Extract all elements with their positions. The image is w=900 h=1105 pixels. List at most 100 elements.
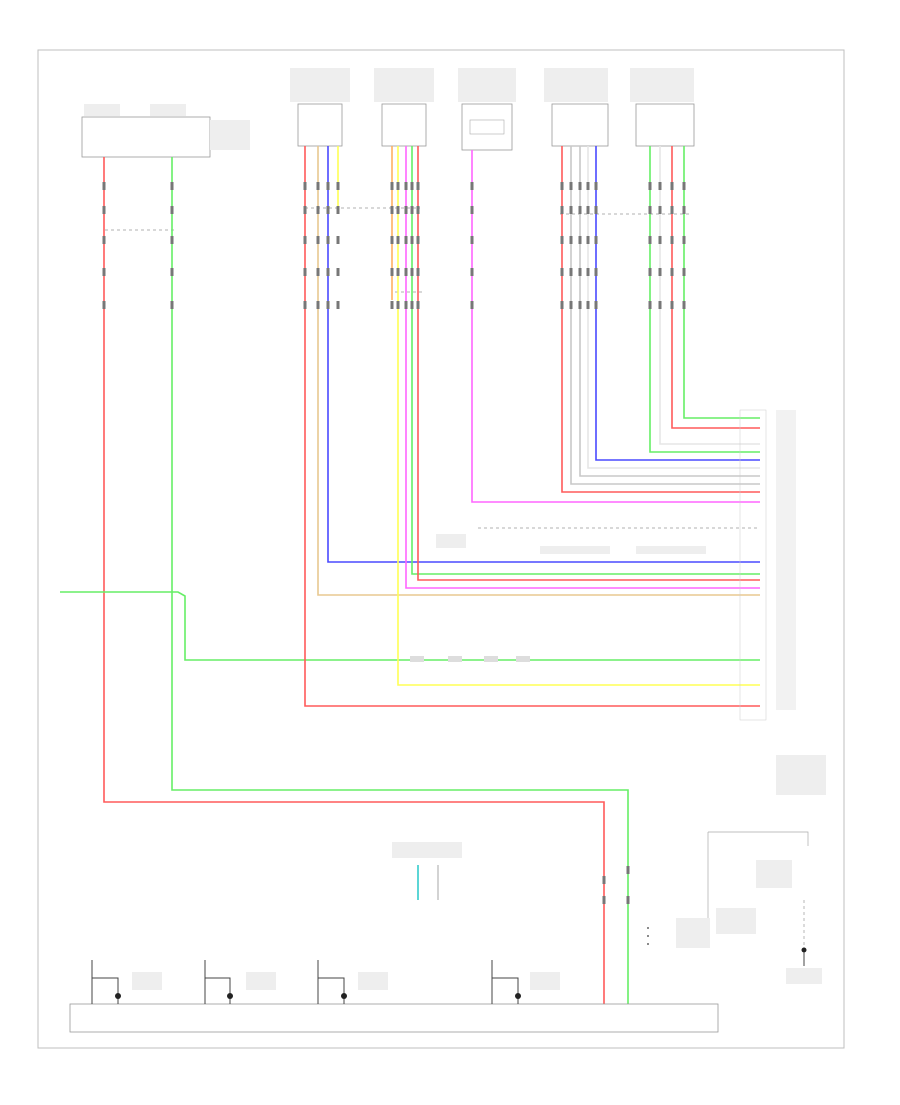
switch-3 xyxy=(317,960,388,1004)
connector-marker xyxy=(326,182,330,190)
connector-marker xyxy=(396,182,400,190)
connector-marker xyxy=(416,182,420,190)
connector-marker xyxy=(658,236,662,244)
bottom-unit xyxy=(69,842,719,1033)
wire-green-branch xyxy=(60,591,760,661)
connector-marker xyxy=(670,236,674,244)
connector-marker xyxy=(326,206,330,214)
connector-marker xyxy=(326,236,330,244)
connector-marker xyxy=(648,301,652,309)
connector-marker xyxy=(578,206,582,214)
wire-c4-graywhite xyxy=(587,146,760,469)
connector-marker xyxy=(682,268,686,276)
connector-marker xyxy=(336,268,340,276)
wire-c1-blue xyxy=(327,146,760,563)
connector-marker xyxy=(303,301,307,309)
connector-marker xyxy=(102,268,106,276)
connector-marker xyxy=(170,301,174,309)
connector-marker xyxy=(410,182,414,190)
connector-marker xyxy=(586,301,590,309)
fuse-label-a xyxy=(84,104,120,116)
connector-marker xyxy=(670,301,674,309)
connector-marker xyxy=(390,182,394,190)
connector-marker xyxy=(170,182,174,190)
wire-red-long xyxy=(103,157,605,1012)
wire-c4-gray2 xyxy=(579,146,760,477)
connector-marker xyxy=(560,206,564,214)
connector-marker xyxy=(404,206,408,214)
connector-marker xyxy=(586,182,590,190)
connector-marker xyxy=(336,301,340,309)
connector-marker xyxy=(578,182,582,190)
wire-green-long xyxy=(171,157,629,1012)
connector-marker xyxy=(586,236,590,244)
connector-label xyxy=(776,755,826,795)
connector-marker xyxy=(410,236,414,244)
connector-marker xyxy=(336,236,340,244)
connector-marker xyxy=(578,301,582,309)
connector-marker xyxy=(658,182,662,190)
connector-marker xyxy=(470,236,474,244)
connector-marker xyxy=(658,301,662,309)
connector-marker xyxy=(470,268,474,276)
connector-marker xyxy=(648,268,652,276)
connector-marker xyxy=(578,236,582,244)
connector-marker xyxy=(470,301,474,309)
connector-marker xyxy=(396,236,400,244)
connector-markers xyxy=(102,182,686,904)
connector-marker xyxy=(569,236,573,244)
connector-marker xyxy=(670,182,674,190)
wire-splice-labels xyxy=(410,656,530,662)
connector-marker xyxy=(470,206,474,214)
connector-marker xyxy=(586,206,590,214)
connector-marker xyxy=(602,896,606,904)
connector-marker xyxy=(316,301,320,309)
component-box-2 xyxy=(374,68,434,147)
connector-marker xyxy=(326,301,330,309)
connector-marker xyxy=(316,182,320,190)
component-box-4 xyxy=(544,68,609,147)
shield-annotation xyxy=(436,527,760,554)
connector-marker xyxy=(390,236,394,244)
connector-marker xyxy=(560,301,564,309)
connector-marker xyxy=(102,182,106,190)
connector-marker xyxy=(404,236,408,244)
connector-marker xyxy=(390,268,394,276)
connector-marker xyxy=(569,301,573,309)
wire-c2-yellow xyxy=(397,146,760,686)
connector-marker xyxy=(396,301,400,309)
connector-marker xyxy=(102,301,106,309)
wire-c4-gray1 xyxy=(570,146,760,485)
connector-marker xyxy=(586,268,590,276)
connector-marker xyxy=(569,268,573,276)
connector-marker xyxy=(560,236,564,244)
connector-marker xyxy=(626,896,630,904)
connector-marker xyxy=(648,206,652,214)
connector-marker xyxy=(170,206,174,214)
wire-c1-red xyxy=(304,146,760,707)
connector-marker xyxy=(416,301,420,309)
connector-marker xyxy=(569,206,573,214)
connector-marker xyxy=(390,301,394,309)
pin-dots xyxy=(647,927,649,945)
connector-marker xyxy=(682,206,686,214)
connector-marker xyxy=(336,206,340,214)
connector-marker xyxy=(316,206,320,214)
connector-marker xyxy=(594,236,598,244)
diagram-frame xyxy=(37,49,845,1049)
connector-marker xyxy=(326,268,330,276)
wire-c2-green xyxy=(411,146,760,575)
connector-marker xyxy=(648,236,652,244)
connector-marker xyxy=(594,268,598,276)
wire-group xyxy=(60,146,760,1012)
connector-marker xyxy=(416,268,420,276)
connector-marker xyxy=(316,268,320,276)
wire-c4-red xyxy=(561,146,760,493)
connector-marker xyxy=(316,236,320,244)
component-box-1 xyxy=(290,68,350,147)
connector-marker xyxy=(303,268,307,276)
connector-marker xyxy=(416,236,420,244)
connector-marker xyxy=(658,268,662,276)
